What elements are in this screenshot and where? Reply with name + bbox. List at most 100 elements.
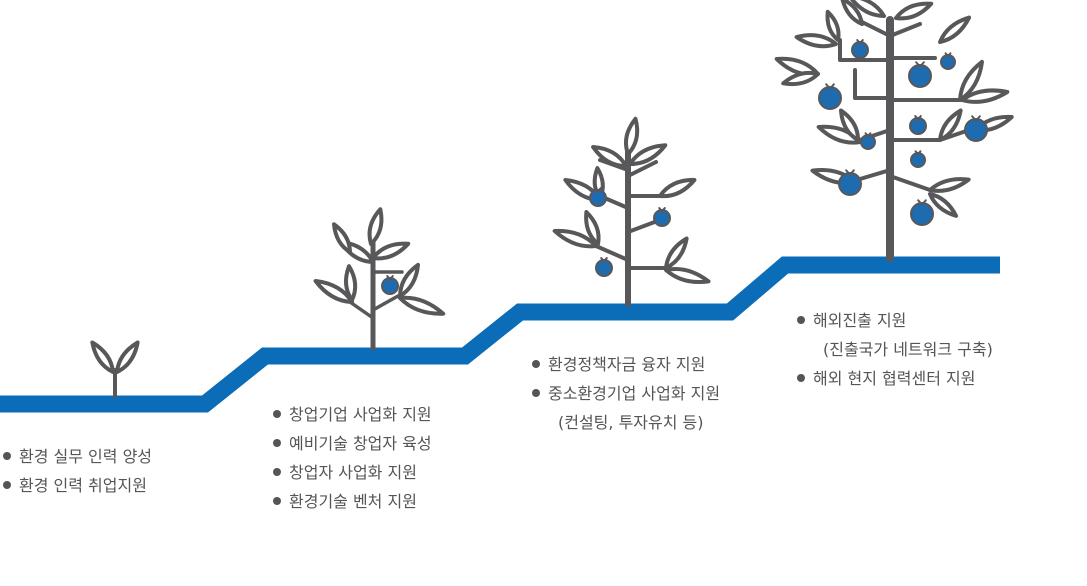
fruit-icon <box>909 115 927 135</box>
stage-4-support-list: 해외진출 지원 (진출국가 네트워크 구축) 해외 현지 협력센터 지원 <box>797 306 993 393</box>
branch <box>888 126 977 142</box>
leaf-icon <box>938 15 972 44</box>
fruit-body <box>964 118 988 142</box>
item-text: 해외진출 지원 <box>813 311 907 330</box>
stage-2-item: 환경기술 벤처 지원 <box>273 487 432 516</box>
fruit-stem <box>658 207 666 213</box>
fruit-icon <box>595 257 613 277</box>
leaf-icon <box>552 228 598 249</box>
leaf-icon <box>825 9 841 42</box>
stage-2-item: 창업기업 사업화 지원 <box>273 400 432 429</box>
leaf-icon <box>960 88 1010 104</box>
bullet-icon <box>797 374 805 382</box>
large-tree-icon <box>774 0 1014 262</box>
stage-4-item: 해외 현지 협력센터 지원 <box>797 364 993 393</box>
leaf-icon <box>894 1 934 21</box>
leaf-icon <box>664 267 711 284</box>
fruit-stem <box>864 132 872 138</box>
leaf-icon <box>658 177 697 199</box>
stage-3-item: 환경정책자금 융자 지원 <box>532 350 720 379</box>
bullet-icon <box>3 452 11 460</box>
item-text: 환경정책자금 융자 지원 <box>548 355 706 374</box>
fruit-icon <box>381 275 399 295</box>
fruit-icon <box>818 83 842 110</box>
stage-1-item: 환경 인력 취업지원 <box>3 471 152 500</box>
fruit-stem <box>914 115 922 121</box>
bullet-icon <box>273 497 281 505</box>
fruit-stem <box>944 52 952 58</box>
item-text: 창업자 사업화 지원 <box>289 463 417 482</box>
stage-4-item-note: (진출국가 네트워크 구축) <box>797 335 993 364</box>
stage-2-support-list: 창업기업 사업화 지원 예비기술 창업자 육성 창업자 사업화 지원 환경기술 … <box>273 400 432 516</box>
leaf-icon <box>624 116 640 156</box>
item-text: 환경 실무 인력 양성 <box>19 447 153 466</box>
fruit-icon <box>908 61 932 88</box>
item-text: 환경 인력 취업지원 <box>19 476 147 495</box>
fruit-icon <box>964 115 988 142</box>
leaf-icon <box>90 340 115 374</box>
fruit-stem <box>915 61 925 69</box>
branch <box>838 38 892 62</box>
item-text: 창업기업 사업화 지원 <box>289 405 432 424</box>
fruit-body <box>910 202 934 226</box>
sprout-icon <box>90 340 140 398</box>
stage-2-item: 예비기술 창업자 육성 <box>273 429 432 458</box>
stage-4-item: 해외진출 지원 <box>797 306 993 335</box>
bullet-icon <box>273 468 281 476</box>
stage-3-item: 중소환경기업 사업화 지원 <box>532 379 720 408</box>
item-text: (진출국가 네트워크 구축) <box>823 340 993 359</box>
fruit-stem <box>594 187 602 193</box>
bullet-icon <box>797 316 805 324</box>
branch <box>626 160 658 178</box>
fruit-stem <box>825 83 835 91</box>
leaf-icon <box>591 145 628 169</box>
fruit-icon <box>860 132 876 150</box>
item-text: 중소환경기업 사업화 지원 <box>548 384 721 403</box>
leaf-icon <box>628 143 668 167</box>
fruit-icon <box>838 169 862 196</box>
leaf-icon <box>847 0 886 18</box>
bullet-icon <box>532 389 540 397</box>
stage-3-item-note: (컨설팅, 투자유치 등) <box>532 408 720 437</box>
fruit-body <box>908 64 932 88</box>
small-tree-icon <box>313 207 446 351</box>
fruit-body <box>838 172 862 196</box>
leaf-icon <box>840 0 864 26</box>
fruit-stem <box>845 169 855 177</box>
branch <box>888 174 932 192</box>
leaf-icon <box>839 108 861 142</box>
item-text: 해외 현지 협력센터 지원 <box>813 369 976 388</box>
branch <box>853 68 892 100</box>
branch <box>594 244 630 262</box>
fruit-icon <box>940 52 956 70</box>
growth-step-line <box>0 256 1000 413</box>
fruit-stem <box>914 150 922 156</box>
item-text: 예비기술 창업자 육성 <box>289 434 432 453</box>
leaf-icon <box>313 279 354 304</box>
fruit-stem <box>600 257 608 263</box>
stage-1-support-list: 환경 실무 인력 양성 환경 인력 취업지원 <box>3 442 152 500</box>
leaf-icon <box>332 222 352 254</box>
stage-3-support-list: 환경정책자금 융자 지원 중소환경기업 사업화 지원 (컨설팅, 투자유치 등) <box>532 350 720 437</box>
leaf-icon <box>781 70 820 87</box>
leaf-icon <box>928 192 959 218</box>
leaf-icon <box>371 241 411 261</box>
branch <box>371 294 400 312</box>
leaf-icon <box>398 262 420 298</box>
bullet-icon <box>273 410 281 418</box>
fruit-icon <box>851 39 869 59</box>
leaf-icon <box>938 108 963 142</box>
leaf-icon <box>115 340 140 374</box>
leaf-icon <box>398 295 446 316</box>
branch <box>888 22 922 38</box>
leaf-icon <box>584 210 601 246</box>
bullet-icon <box>273 439 281 447</box>
fruit-stem <box>386 275 394 281</box>
fruit-stem <box>971 115 981 123</box>
branch <box>348 300 375 320</box>
fruit-icon <box>653 207 671 227</box>
fruit-icon <box>589 187 607 207</box>
fruit-icon <box>910 150 926 168</box>
leaf-icon <box>344 264 358 302</box>
